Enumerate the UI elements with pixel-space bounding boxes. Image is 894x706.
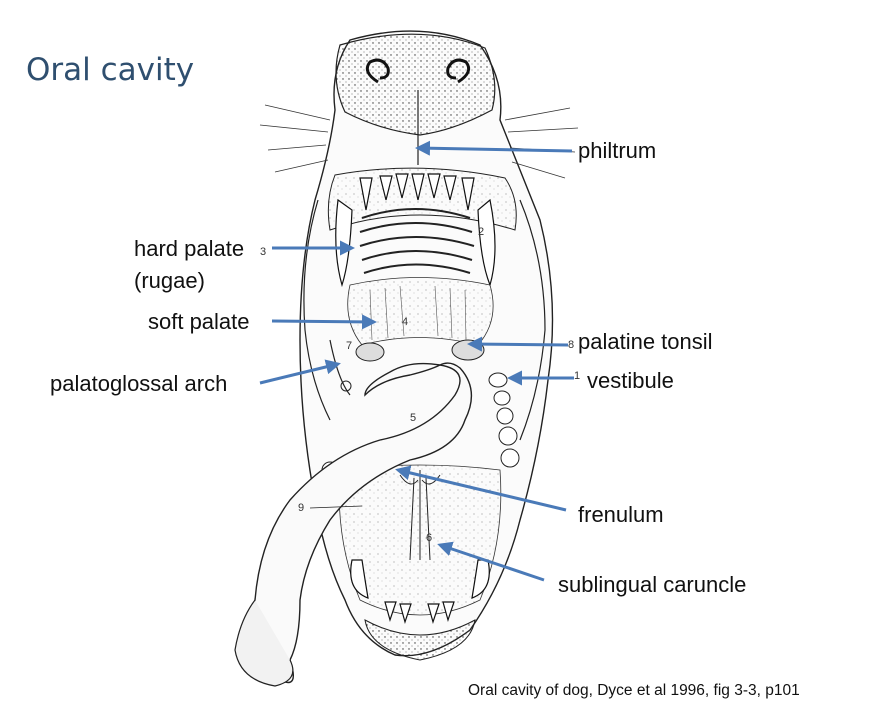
hard-palate-rugae [359, 208, 475, 274]
label-philtrum: philtrum [578, 138, 657, 163]
label-frenulum: frenulum [578, 502, 664, 527]
palatoglossal-arch-arrow [259, 359, 341, 385]
annotation-arrows [259, 140, 574, 582]
sublingual-caruncle-arrow [437, 541, 545, 582]
figure-number-5: 5 [410, 412, 417, 424]
figure-number-6: 6 [426, 532, 433, 544]
figure-number-9: 9 [298, 502, 305, 514]
right-cheek-teeth [488, 372, 520, 468]
palatine-tonsil-arrow [467, 336, 569, 352]
philtrum-arrow [415, 140, 573, 156]
figure-caption: Oral cavity of dog, Dyce et al 1996, fig… [468, 682, 800, 699]
nostril-left-icon [365, 58, 390, 84]
soft-palate-fibers [369, 285, 467, 341]
nostril-right-icon [446, 58, 471, 84]
soft-palate [347, 277, 494, 346]
figure-number-4: 4 [402, 316, 409, 328]
label-sublingual-caruncle: sublingual caruncle [558, 572, 747, 597]
chin [364, 619, 476, 661]
figure-number-3: 3 [260, 246, 267, 258]
frenulum-arrow [395, 465, 567, 512]
lower-teeth [350, 559, 490, 625]
figure-number-1: 1 [574, 370, 581, 382]
label-9-leader [309, 505, 363, 509]
soft-palate-arrow [271, 314, 377, 330]
left-tonsil [355, 342, 385, 362]
tongue [253, 362, 473, 684]
label-vestibule: vestibule [587, 368, 674, 393]
label-palatine-tonsil: palatine tonsil [578, 329, 713, 354]
page-title: Oral cavity [26, 52, 195, 88]
label-palatoglossal-arch: palatoglossal arch [50, 371, 228, 396]
figure-number-2: 2 [478, 226, 485, 238]
label-rugae: (rugae) [134, 268, 205, 293]
label-soft-palate: soft palate [148, 309, 250, 334]
frenulum-structure [399, 470, 441, 561]
figure-number-7: 7 [346, 340, 353, 352]
figure-number-8: 8 [568, 339, 575, 351]
label-hard-palate: hard palate [134, 236, 245, 261]
